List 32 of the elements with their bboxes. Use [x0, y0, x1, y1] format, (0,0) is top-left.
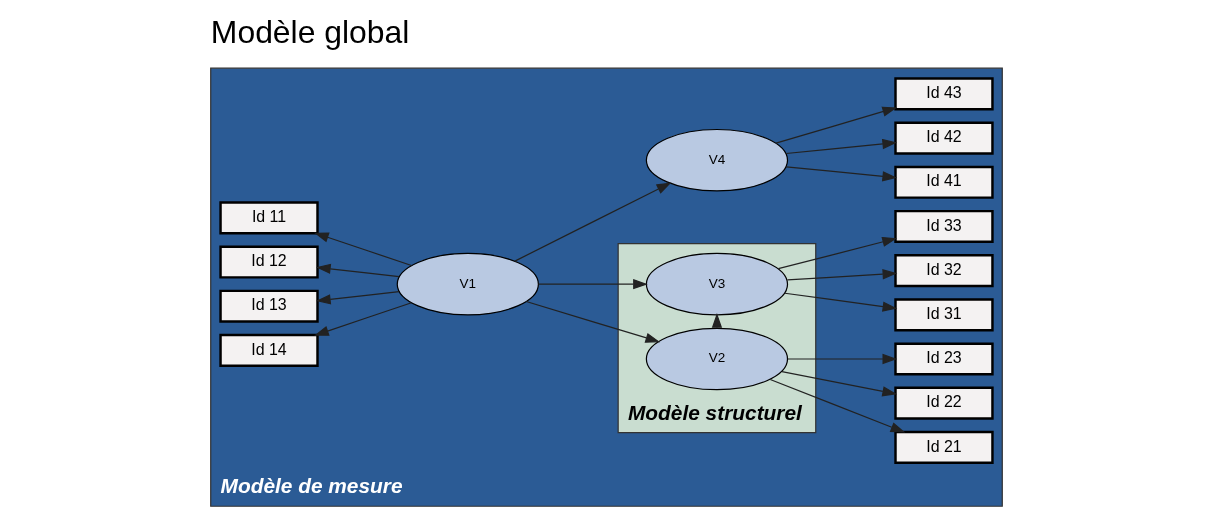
arrow: [786, 353, 897, 365]
arrow: [313, 232, 412, 267]
arrow: [313, 302, 412, 336]
node-box: Id 21: [893, 430, 994, 464]
arrow: [537, 278, 648, 290]
arrow: [315, 263, 400, 278]
arrow: [783, 292, 897, 312]
arrow: [513, 182, 671, 262]
diagram-title: Modèle global: [210, 14, 409, 51]
node-box: Id 43: [893, 77, 994, 111]
node-box: Id 13: [218, 289, 319, 323]
node-box: Id 33: [893, 209, 994, 244]
arrow: [777, 236, 897, 270]
node-box: Id 22: [893, 386, 994, 420]
node-ellipse: V1: [396, 252, 539, 316]
arrow: [315, 291, 400, 305]
arrow: [774, 106, 897, 144]
node-box: Id 23: [893, 342, 994, 376]
arrow: [525, 300, 660, 343]
arrow: [785, 138, 897, 155]
node-box: Id 32: [893, 254, 994, 288]
node-box: Id 11: [218, 201, 319, 235]
node-box: Id 41: [893, 165, 994, 199]
arrow: [785, 166, 897, 182]
arrow: [786, 269, 897, 281]
arrow: [769, 378, 905, 433]
node-box: Id 14: [218, 333, 319, 367]
node-box: Id 12: [218, 245, 319, 279]
arrow: [780, 370, 897, 397]
node-ellipse: V3: [645, 252, 788, 316]
node-box: Id 42: [893, 121, 994, 155]
node-box: Id 31: [893, 298, 994, 332]
